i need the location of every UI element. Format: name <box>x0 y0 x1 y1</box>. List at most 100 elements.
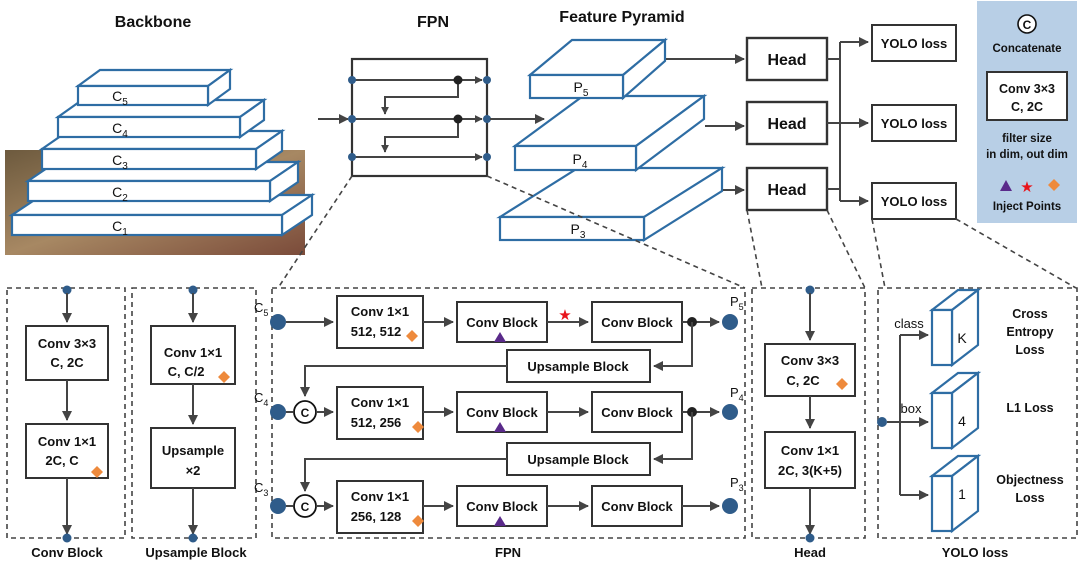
concat-icon <box>1017 14 1037 34</box>
inject-triangle-icon <box>494 422 506 432</box>
yolo-loss-boxes: YOLO loss YOLO loss YOLO loss <box>871 24 957 220</box>
fpn-mini <box>348 57 491 178</box>
yolo-loss-label-1: YOLO loss <box>881 36 947 51</box>
yolo-loss-caption: YOLO loss <box>942 545 1008 560</box>
head-label-p5: Head <box>767 52 806 69</box>
yolo-output-4-label: 4 <box>958 413 966 429</box>
conv-block-box1-line1: Conv 3×3 <box>38 336 96 351</box>
head-label-p3: Head <box>767 182 806 199</box>
feature-pyramid: P5 P4 P3 <box>496 37 726 242</box>
yolo-loss-box-2 <box>871 104 957 142</box>
concat-icon-label: C <box>301 500 310 514</box>
fpn-row3-conv-line1: Conv 1×1 <box>351 489 409 504</box>
inject-diamond-icon <box>836 378 848 390</box>
fpn-row3-block2: Conv Block <box>601 499 673 514</box>
diamond-icon <box>1048 179 1060 191</box>
pyramid-label-p5: P5 <box>574 79 589 99</box>
fpn-output-p5: P5 <box>730 294 744 312</box>
legend-desc-line2: in dim, out dim <box>986 149 1068 161</box>
fpn-row1-conv-line2: 512, 512 <box>351 324 402 339</box>
inject-diamond-icon <box>91 466 103 478</box>
yolo-branch-tag-class: class <box>894 316 924 331</box>
inject-diamond-icon <box>412 421 424 433</box>
head-box2-line2: 2C, 3(K+5) <box>778 463 842 478</box>
fpn-row3-conv-line2: 256, 128 <box>351 509 402 524</box>
pyramid-level-p3 <box>496 166 726 242</box>
fpn-upsample-1: Upsample Block <box>300 322 693 397</box>
backbone-label-c5: C5 <box>112 88 128 108</box>
fpn-row2-block1: Conv Block <box>466 405 538 420</box>
fpn-row2-block2: Conv Block <box>601 405 673 420</box>
fpn-upsample2-label: Upsample Block <box>527 452 629 467</box>
upsample-block-detail: Conv 1×1 C, C/2 Upsample ×2 Upsample Blo… <box>131 285 257 560</box>
fpn-output-p3: P3 <box>730 475 744 493</box>
pyramid-level-p5 <box>526 37 669 101</box>
conv-block-box2-line2: 2C, C <box>45 453 79 468</box>
loss-l1-label: L1 Loss <box>1006 401 1053 415</box>
yolo-loss-box-1 <box>871 24 957 62</box>
head-label-p4: Head <box>767 116 806 133</box>
fpn-row-2: C Conv 1×1 512, 256 Conv Block Conv Bloc… <box>270 386 738 440</box>
legend-conv-line1: Conv 3×3 <box>999 82 1055 96</box>
head-boxes: Head Head Head <box>745 36 829 212</box>
upsample-box2-line2: ×2 <box>186 463 201 478</box>
loss-cross-line3: Loss <box>1015 343 1044 357</box>
inject-diamond-icon <box>412 515 424 527</box>
upsample-box1-line2: C, C/2 <box>168 364 205 379</box>
legend-panel: C Concatenate Conv 3×3 C, 2C filter size… <box>977 1 1077 223</box>
backbone-label-c1: C1 <box>112 218 128 238</box>
conv-block-detail: Conv 3×3 C, 2C Conv 1×1 2C, C Conv Block <box>6 285 126 560</box>
legend-conv-box <box>986 71 1068 121</box>
head-box-p4 <box>745 100 829 146</box>
conv-block-box1-line2: C, 2C <box>50 355 84 370</box>
yolo-output-k: K <box>928 287 982 368</box>
head-detail-caption: Head <box>794 545 826 560</box>
yolo-output-k-label: K <box>957 330 967 346</box>
yolo-output-1-label: 1 <box>958 486 966 502</box>
conv-block-box2-line1: Conv 1×1 <box>38 434 96 449</box>
star-icon: ★ <box>1020 179 1033 196</box>
fpn-upsample1-label: Upsample Block <box>527 359 629 374</box>
fpn-detail-caption: FPN <box>495 545 521 560</box>
backbone-label-c2: C2 <box>112 184 128 204</box>
legend-inject-label: Inject Points <box>993 201 1061 213</box>
fpn-output-p4: P4 <box>730 385 744 403</box>
head-box-p5 <box>745 36 829 82</box>
upsample-block-caption: Upsample Block <box>145 545 247 560</box>
fpn-row2-conv-line1: Conv 1×1 <box>351 395 409 410</box>
head-box1-line1: Conv 3×3 <box>781 353 839 368</box>
head-to-loss-connectors <box>827 37 869 206</box>
fpn-title: FPN <box>417 14 449 31</box>
concat-icon-label: C <box>301 406 310 420</box>
yolo-output-4: 4 <box>928 370 982 451</box>
yolo-branch-tag-box: box <box>901 401 922 416</box>
fpn-row1-block2: Conv Block <box>601 315 673 330</box>
loss-cross-line1: Cross <box>1012 307 1047 321</box>
yolo-output-1: 1 <box>928 453 982 534</box>
conv-block-caption: Conv Block <box>31 545 103 560</box>
fpn-row3-block1: Conv Block <box>466 499 538 514</box>
yolo-loss-label-2: YOLO loss <box>881 116 947 131</box>
triangle-icon <box>1000 180 1012 191</box>
pyramid-label-p4: P4 <box>573 151 588 171</box>
backbone-title: Backbone <box>115 14 192 31</box>
head-box1-line2: C, 2C <box>786 373 820 388</box>
upsample-box1-line1: Conv 1×1 <box>164 345 222 360</box>
fpn-row-1: Conv 1×1 512, 512 Conv Block ★ Conv Bloc… <box>270 295 738 349</box>
legend-concat-label: Concatenate <box>992 43 1061 55</box>
inject-star-icon: ★ <box>558 307 571 324</box>
backbone-level-c5 <box>74 67 234 108</box>
fpn-input-c4: C4 <box>254 390 268 408</box>
fpn-upsample-2: Upsample Block <box>300 412 693 492</box>
fpn-row2-conv-line2: 512, 256 <box>351 415 402 430</box>
fpn-input-c3: C3 <box>254 480 268 498</box>
fpn-row-3: C Conv 1×1 256, 128 Conv Block Conv Bloc… <box>270 480 738 534</box>
pyramid-title: Feature Pyramid <box>559 9 684 26</box>
yolo-loss-detail: class box K 4 1 Cross Entropy Loss L1 Lo… <box>877 287 1078 560</box>
pyramid-label-p3: P3 <box>571 221 586 241</box>
fpn-row1-block1: Conv Block <box>466 315 538 330</box>
fpn-row1-conv-line1: Conv 1×1 <box>351 304 409 319</box>
fpn-input-c5: C5 <box>254 300 268 318</box>
pyramid-level-p4 <box>511 93 708 173</box>
inject-triangle-icon <box>494 516 506 526</box>
